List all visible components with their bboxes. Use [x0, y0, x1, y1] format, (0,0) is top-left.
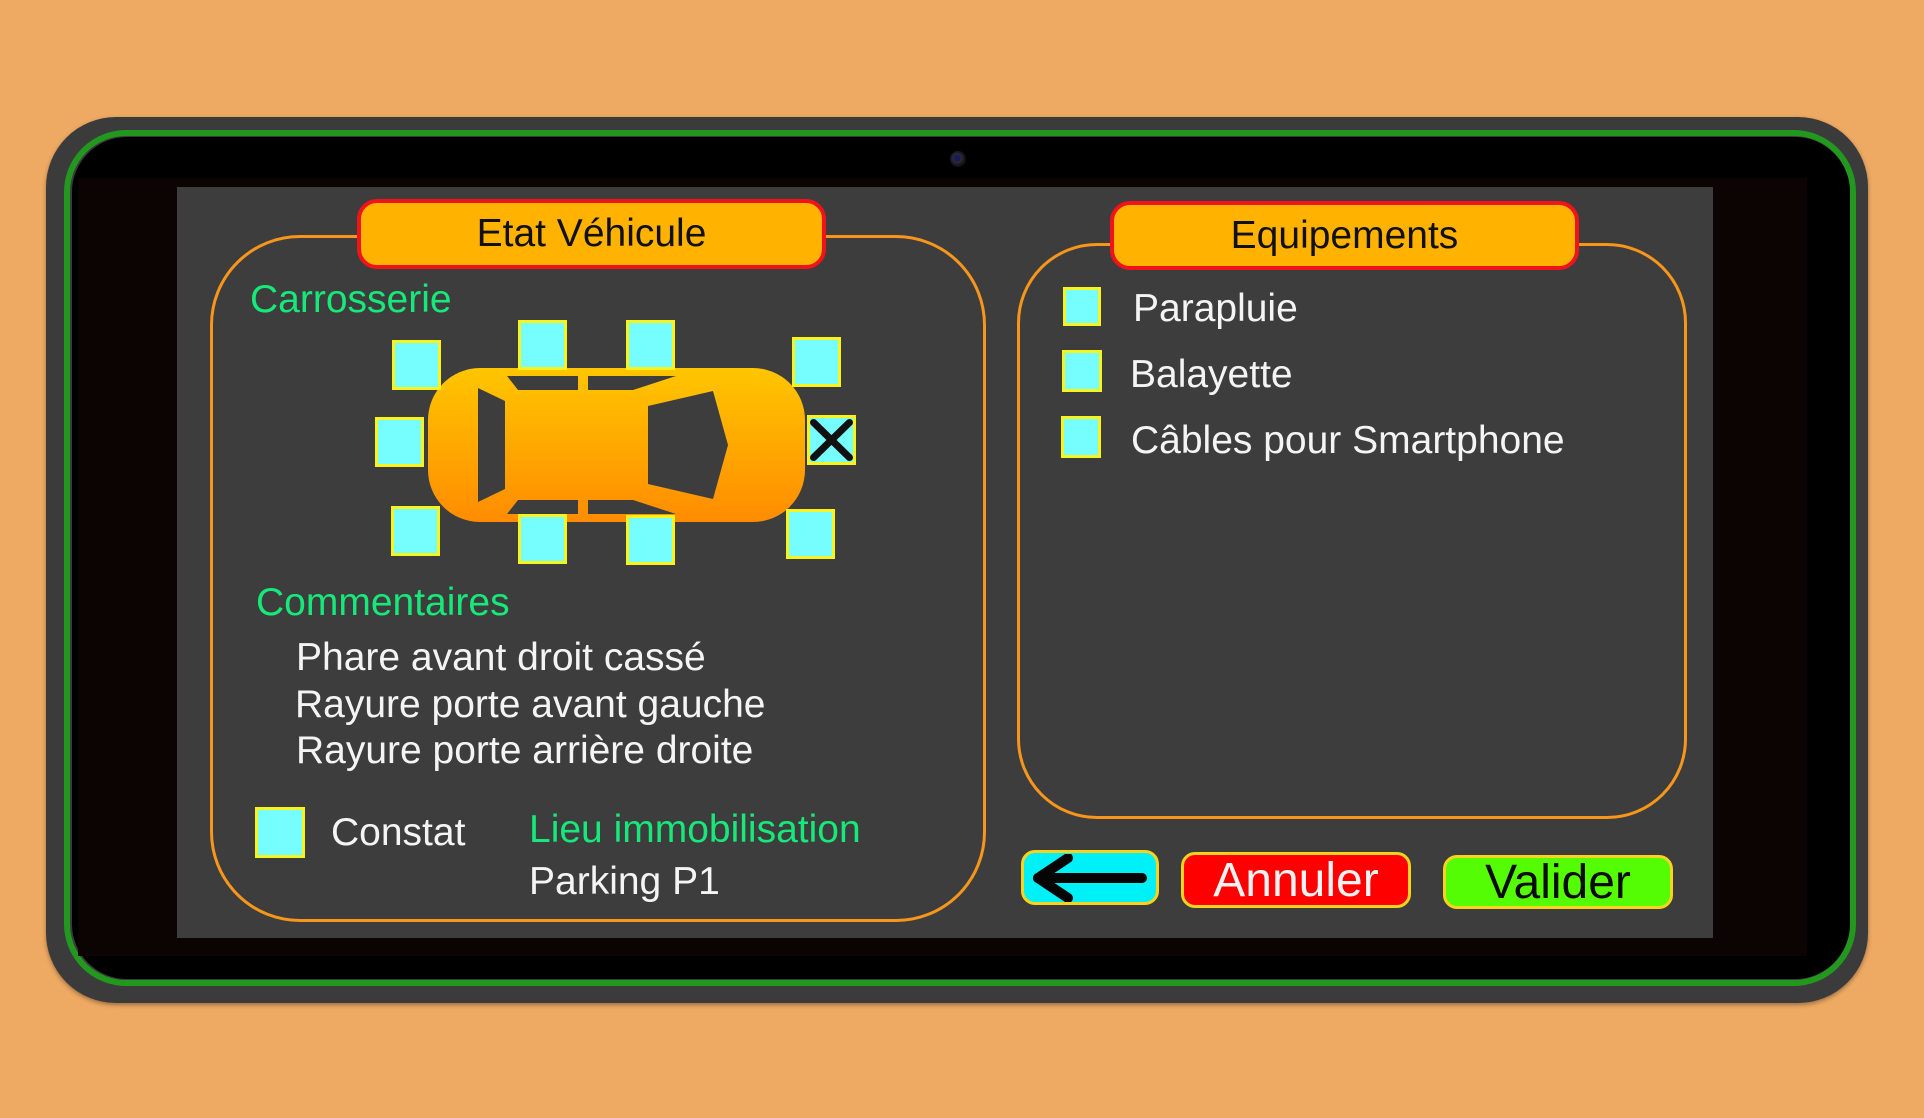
tablet-accent-stripe — [64, 130, 1856, 986]
vehicle-state-title: Etat Véhicule — [357, 199, 826, 269]
equipment-title: Equipements — [1110, 201, 1579, 270]
equipment-label: Parapluie — [1133, 287, 1298, 330]
cancel-button-label: Annuler — [1213, 853, 1379, 907]
equipment-panel — [1017, 243, 1687, 819]
comment-line: Phare avant droit cassé — [296, 636, 706, 679]
arrow-left-icon — [1033, 853, 1147, 902]
equipment-label: Câbles pour Smartphone — [1131, 419, 1565, 462]
comment-line: Rayure porte arrière droite — [296, 729, 754, 772]
constat-label: Constat — [331, 811, 466, 854]
bodywork-label: Carrosserie — [250, 278, 452, 321]
bodywork-checkbox-front-left-corner[interactable] — [392, 340, 441, 390]
validate-button[interactable]: Valider — [1443, 855, 1673, 909]
comments-label: Commentaires — [256, 581, 510, 624]
immobilization-label: Lieu immobilisation — [529, 808, 861, 851]
bodywork-checkbox-bottom-left-door[interactable] — [518, 514, 567, 564]
bodywork-checkbox-rear-top-corner[interactable] — [792, 337, 841, 387]
equipment-checkbox-parapluie[interactable] — [1063, 287, 1101, 326]
back-button[interactable] — [1021, 850, 1159, 905]
equipment-checkbox-cables[interactable] — [1061, 416, 1101, 458]
bodywork-checkbox-bottom-right-door[interactable] — [626, 515, 675, 565]
validate-button-label: Valider — [1485, 855, 1631, 909]
equipment-label: Balayette — [1130, 353, 1293, 396]
x-mark-icon — [810, 418, 853, 462]
bodywork-checkbox-front[interactable] — [375, 417, 424, 467]
equipment-title-text: Equipements — [1230, 213, 1459, 257]
bodywork-checkbox-bottom-left-corner[interactable] — [391, 506, 440, 556]
cancel-button[interactable]: Annuler — [1181, 852, 1411, 908]
vehicle-state-title-text: Etat Véhicule — [476, 212, 707, 255]
constat-checkbox[interactable] — [255, 807, 305, 858]
camera-icon — [950, 151, 966, 167]
car-top-view-icon — [428, 368, 805, 522]
bodywork-checkbox-top-right-door[interactable] — [626, 320, 675, 370]
comment-line: Rayure porte avant gauche — [295, 683, 766, 726]
immobilization-value: Parking P1 — [529, 860, 720, 903]
bodywork-checkbox-top-left-door[interactable] — [518, 320, 567, 370]
bodywork-checkbox-rear[interactable] — [807, 415, 856, 465]
bodywork-checkbox-rear-bottom-corner[interactable] — [786, 509, 835, 559]
equipment-checkbox-balayette[interactable] — [1062, 350, 1102, 392]
